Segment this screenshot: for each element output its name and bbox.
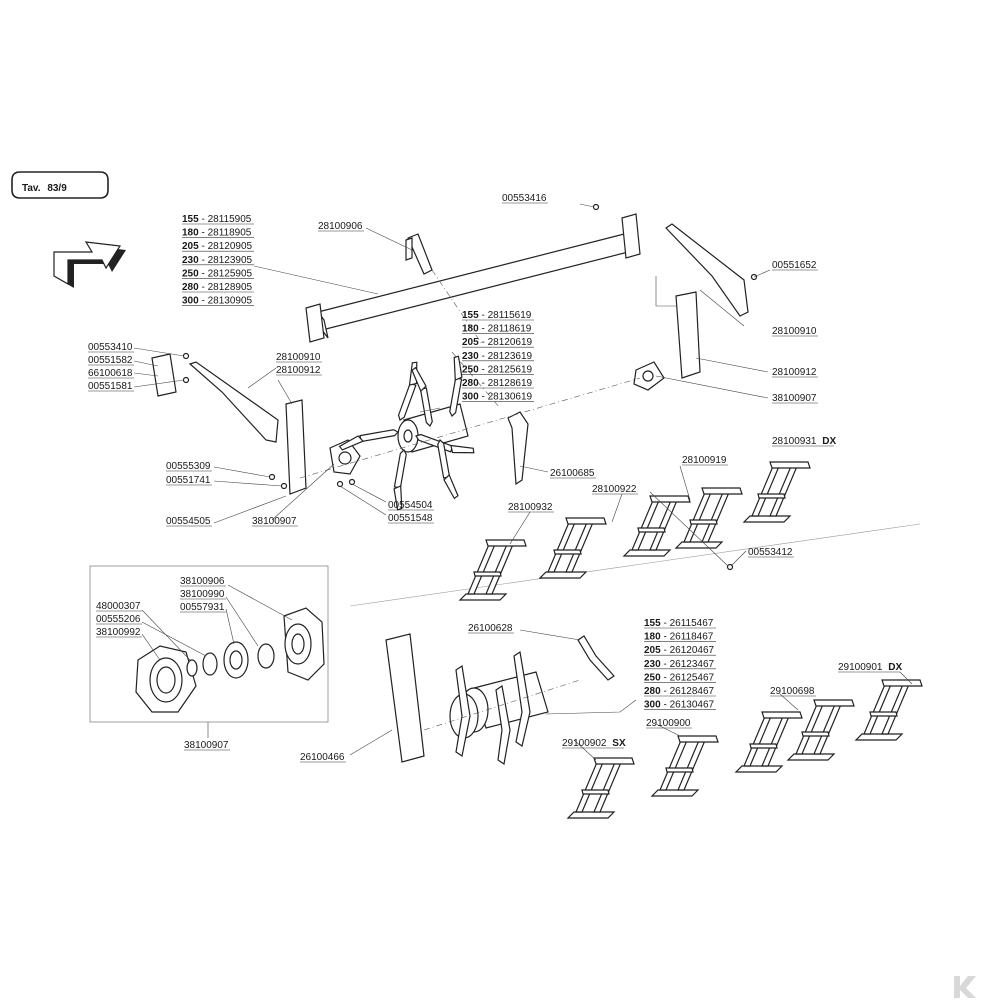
size-row: 300 - 28130619 bbox=[462, 392, 533, 403]
label-26100628: 26100628 bbox=[468, 623, 513, 634]
part-labels: 00553416 28100906 00551652 28100910 2810… bbox=[88, 193, 903, 763]
leader-lines bbox=[133, 203, 913, 761]
right-bearing-flange bbox=[633, 361, 665, 391]
label-00551548: 00551548 bbox=[388, 513, 433, 524]
plate-number: 83/9 bbox=[47, 183, 67, 194]
seal-rings bbox=[186, 641, 275, 679]
label-00557931: 00557931 bbox=[180, 602, 225, 613]
size-row: 230 - 26123467 bbox=[644, 659, 715, 670]
comb-28100932 bbox=[459, 539, 527, 601]
roller-tube-size-table: 155 - 26115467 180 - 26118467 205 - 261204… bbox=[644, 618, 716, 711]
label-00555309: 00555309 bbox=[166, 461, 211, 472]
label-00555206: 00555206 bbox=[96, 614, 141, 625]
plate-tag-frame bbox=[11, 171, 109, 199]
size-row: 280 - 28128619 bbox=[462, 378, 533, 389]
label-48000307: 48000307 bbox=[96, 601, 141, 612]
size-row: 180 - 28118619 bbox=[462, 324, 532, 335]
label-00553410: 00553410 bbox=[88, 342, 133, 353]
label-26100685: 26100685 bbox=[550, 468, 595, 479]
label-38100907-left: 38100907 bbox=[252, 516, 297, 527]
label-29100901-dx: 29100901 DX bbox=[838, 662, 903, 673]
label-00551741: 00551741 bbox=[166, 475, 211, 486]
label-38100992: 38100992 bbox=[96, 627, 141, 638]
size-row: 300 - 26130467 bbox=[644, 700, 715, 711]
right-arm bbox=[665, 223, 749, 379]
bearing-kit-box bbox=[89, 565, 329, 723]
size-row: 280 - 26128467 bbox=[644, 686, 715, 697]
label-28100922: 28100922 bbox=[592, 484, 637, 495]
roller-tube bbox=[449, 650, 549, 766]
label-38100906: 38100906 bbox=[180, 576, 225, 587]
comb-29100900 bbox=[651, 735, 719, 797]
size-row: 205 - 28120905 bbox=[182, 241, 253, 252]
label-28100912-right: 28100912 bbox=[772, 367, 817, 378]
size-row: 250 - 28125619 bbox=[462, 364, 533, 375]
size-row: 250 - 28125905 bbox=[182, 268, 253, 279]
size-row: 280 - 28128905 bbox=[182, 282, 253, 293]
label-28100906: 28100906 bbox=[318, 221, 363, 232]
side-plate-26100466 bbox=[385, 633, 425, 763]
u-bolt bbox=[405, 233, 433, 275]
label-00554505: 00554505 bbox=[166, 516, 211, 527]
left-bearing-flange bbox=[329, 439, 361, 475]
label-28100932: 28100932 bbox=[508, 502, 553, 513]
roller-spring-26100628 bbox=[577, 635, 615, 681]
bearing-housing-flange bbox=[135, 645, 197, 713]
label-00551582: 00551582 bbox=[88, 355, 133, 366]
plate-tag: Tav. 83/9 bbox=[11, 171, 109, 199]
label-29100902-sx: 29100902 SX bbox=[562, 738, 626, 749]
size-row: 205 - 26120467 bbox=[644, 645, 715, 656]
label-28100931-dx: 28100931 DX bbox=[772, 436, 837, 447]
frame-bar bbox=[305, 213, 641, 343]
label-00553412: 00553412 bbox=[748, 547, 793, 558]
comb-28100931 bbox=[743, 461, 811, 523]
label-26100466: 26100466 bbox=[300, 752, 345, 763]
label-00553416: 00553416 bbox=[502, 193, 547, 204]
brand-corner-icon bbox=[954, 976, 976, 998]
label-29100900: 29100900 bbox=[646, 718, 691, 729]
comb-29100902 bbox=[567, 757, 635, 819]
label-28100910-left: 28100910 bbox=[276, 352, 321, 363]
size-row: 180 - 26118467 bbox=[644, 632, 714, 643]
comb-29100698 bbox=[735, 699, 855, 773]
comb-28100922 bbox=[539, 517, 607, 579]
comb-28100919 bbox=[623, 487, 743, 557]
plate-prefix: Tav. bbox=[22, 183, 41, 194]
label-38100907-right: 38100907 bbox=[772, 393, 817, 404]
size-row: 155 - 28115619 bbox=[462, 310, 532, 321]
label-28100912-left: 28100912 bbox=[276, 365, 321, 376]
left-arm bbox=[151, 353, 307, 495]
size-row: 230 - 28123619 bbox=[462, 351, 533, 362]
size-row: 250 - 26125467 bbox=[644, 672, 715, 683]
size-row: 155 - 28115905 bbox=[182, 214, 252, 225]
size-row: 180 - 28118905 bbox=[182, 228, 252, 239]
label-66100618: 66100618 bbox=[88, 368, 133, 379]
travel-direction-arrow-icon bbox=[53, 241, 126, 288]
label-00551581: 00551581 bbox=[88, 381, 133, 392]
comb-29100901 bbox=[855, 679, 923, 741]
svg-text:Tav. 83/9: Tav. 83/9 bbox=[22, 183, 67, 194]
frame-bar-size-table: 155 - 28115905 180 - 28118905 205 - 281209… bbox=[182, 214, 254, 307]
bearing-cover-flange bbox=[283, 607, 325, 681]
label-38100990: 38100990 bbox=[180, 589, 225, 600]
label-28100910-right: 28100910 bbox=[772, 326, 817, 337]
size-row: 300 - 28130905 bbox=[182, 296, 253, 307]
label-00551652: 00551652 bbox=[772, 260, 817, 271]
rotor-shaft-size-table: 155 - 28115619 180 - 28118619 205 - 281206… bbox=[462, 310, 534, 403]
label-38100907-box: 38100907 bbox=[184, 740, 229, 751]
rotor-shaft bbox=[337, 354, 476, 512]
size-row: 205 - 28120619 bbox=[462, 337, 533, 348]
label-29100698: 29100698 bbox=[770, 686, 815, 697]
label-28100919: 28100919 bbox=[682, 455, 727, 466]
size-row: 230 - 28123905 bbox=[182, 255, 253, 266]
spring-tine bbox=[507, 411, 529, 486]
size-row: 155 - 26115467 bbox=[644, 618, 714, 629]
label-00554504: 00554504 bbox=[388, 500, 433, 511]
